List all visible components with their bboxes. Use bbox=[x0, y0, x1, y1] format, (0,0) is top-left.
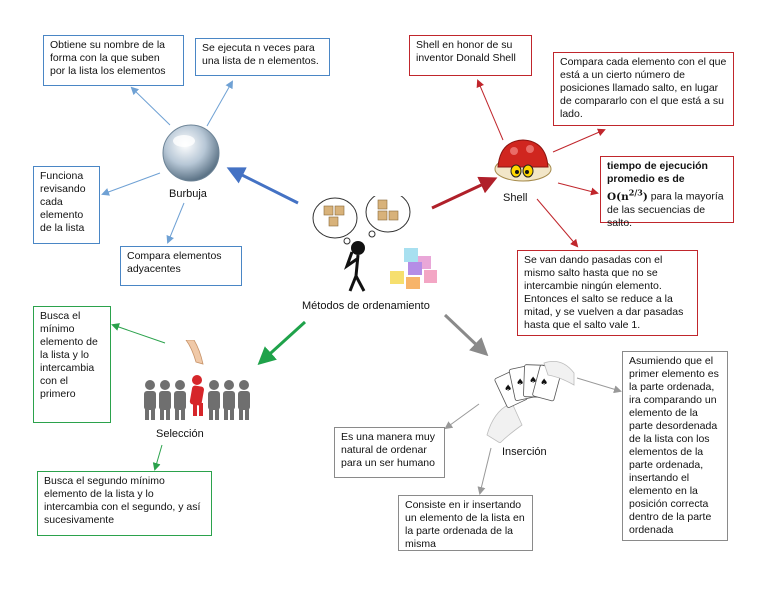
insercion-node-natural: Es una manera muy natural de ordenar par… bbox=[334, 427, 445, 478]
svg-text:♠: ♠ bbox=[529, 376, 537, 386]
tiempo-title: tiempo de ejecución promedio es de bbox=[607, 160, 708, 185]
burbuja-label: Burbuja bbox=[169, 188, 207, 200]
edge-central-shell bbox=[431, 176, 498, 210]
central-topic: Métodos de ordenamiento bbox=[302, 300, 430, 312]
people-selection-icon bbox=[140, 339, 255, 430]
insercion-node-asumiendo: Asumiendo que el primer elemento es la p… bbox=[622, 351, 728, 541]
edge-central-burbuja bbox=[226, 167, 299, 205]
shell-icon bbox=[490, 135, 556, 192]
bubble-icon bbox=[160, 123, 222, 190]
burbuja-node-funciona: Funciona revisando cada elemento de la l… bbox=[33, 166, 100, 244]
shell-node-tiempo: tiempo de ejecución promedio es de O(n2/… bbox=[600, 156, 734, 229]
insercion-node-consiste: Consiste en ir insertando un elemento de… bbox=[398, 495, 533, 551]
shell-node-pasadas: Se van dando pasadas con el mismo salto … bbox=[517, 250, 698, 336]
thinking-person-illustration bbox=[300, 191, 450, 301]
insercion-label: Inserción bbox=[502, 446, 547, 458]
cards-hand-icon: ♠♠♠♠ bbox=[482, 355, 577, 448]
tiempo-formula: O(n2/3) bbox=[607, 187, 648, 203]
seleccion-label: Selección bbox=[156, 428, 204, 440]
svg-text:♠: ♠ bbox=[540, 378, 548, 388]
shell-node-honor: Shell en honor de su inventor Donald She… bbox=[409, 35, 532, 76]
burbuja-node-nombre: Obtiene su nombre de la forma con la que… bbox=[43, 35, 184, 86]
svg-text:♠: ♠ bbox=[516, 378, 524, 388]
shell-label: Shell bbox=[503, 192, 528, 204]
burbuja-node-compara: Compara elementos adyacentes bbox=[120, 246, 242, 286]
edge-central-seleccion bbox=[257, 320, 307, 366]
svg-text:♠: ♠ bbox=[504, 384, 512, 394]
burbuja-node-ejecuta: Se ejecuta n veces para una lista de n e… bbox=[195, 38, 330, 76]
seleccion-node-segundo: Busca el segundo mínimo elemento de la l… bbox=[37, 471, 212, 536]
shell-node-compara: Compara cada elemento con el que está a … bbox=[553, 52, 734, 126]
seleccion-node-minimo: Busca el mínimo elemento de la lista y l… bbox=[33, 306, 111, 423]
edge-central-insercion bbox=[443, 313, 489, 357]
